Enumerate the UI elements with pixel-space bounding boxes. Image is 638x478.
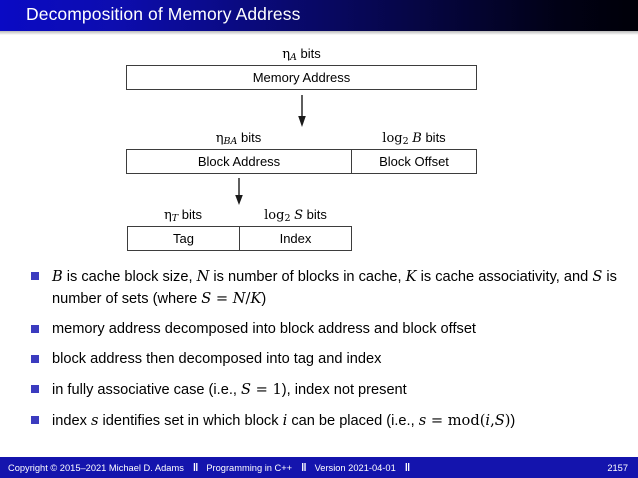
field-tag-label: Tag — [173, 231, 194, 246]
bullet-text-fully-associative: in fully associative case (i.e., S = 1),… — [52, 381, 407, 398]
footer-separator-icon: ‖ — [192, 461, 199, 474]
list-item: B is cache block size, N is number of bl… — [30, 266, 620, 310]
field-index: Index — [239, 226, 352, 251]
field-index-label: Index — [279, 231, 312, 246]
field-memory-address-label: Memory Address — [252, 70, 351, 85]
bullet-square-icon — [31, 325, 39, 333]
field-block-offset: Block Offset — [351, 149, 477, 174]
footer-separator-icon: ‖ — [301, 461, 307, 474]
caption-eta-a-bits: ηA bits — [282, 46, 321, 64]
slide-title-bar: Decomposition of Memory Address — [0, 0, 638, 31]
bullet-square-icon — [31, 272, 39, 280]
bullet-square-icon — [31, 416, 39, 424]
slide-footer: Copyright © 2015–2021 Michael D. Adams ‖… — [0, 457, 638, 478]
arrow-block-to-tag-icon — [235, 178, 243, 205]
arrow-address-to-block-icon — [298, 95, 306, 127]
bullet-square-icon — [31, 355, 39, 363]
bullet-text-memory-address-decomposition: memory address decomposed into block add… — [52, 321, 476, 337]
field-block-address-label: Block Address — [197, 154, 281, 169]
footer-course: Programming in C++ — [206, 462, 293, 473]
caption-log2-b-bits: log2 B bits — [382, 130, 446, 148]
footer-version: Version 2021-04-01 — [314, 462, 396, 473]
footer-copyright: Copyright © 2015–2021 Michael D. Adams — [8, 462, 184, 473]
bullet-square-icon — [31, 385, 39, 393]
footer-page-number: 2157 — [607, 462, 628, 473]
list-item: memory address decomposed into block add… — [30, 319, 620, 340]
bullet-text-definitions: B is cache block size, N is number of bl… — [52, 268, 617, 307]
caption-log2-s-bits: log2 S bits — [264, 207, 327, 225]
field-tag: Tag — [127, 226, 240, 251]
list-item: index s identifies set in which block i … — [30, 410, 620, 432]
footer-left-group: Copyright © 2015–2021 Michael D. Adams ‖… — [0, 462, 418, 474]
list-item: block address then decomposed into tag a… — [30, 349, 620, 370]
bullet-list: B is cache block size, N is number of bl… — [30, 266, 620, 441]
caption-eta-t-bits: ηT bits — [164, 207, 202, 225]
memory-address-decomposition-diagram: ηA bits Memory Address ηBA bits log2 B b… — [0, 40, 638, 255]
list-item: in fully associative case (i.e., S = 1),… — [30, 379, 620, 401]
page-title: Decomposition of Memory Address — [26, 4, 301, 24]
field-memory-address: Memory Address — [126, 65, 477, 90]
bullet-text-index-definition: index s identifies set in which block i … — [52, 412, 516, 429]
field-block-offset-label: Block Offset — [379, 154, 449, 169]
footer-separator-icon: ‖ — [404, 461, 411, 474]
field-block-address: Block Address — [126, 149, 352, 174]
caption-eta-ba-bits: ηBA bits — [215, 130, 262, 148]
title-bar-shadow — [0, 31, 638, 35]
bullet-text-block-address-decomposition: block address then decomposed into tag a… — [52, 351, 382, 367]
